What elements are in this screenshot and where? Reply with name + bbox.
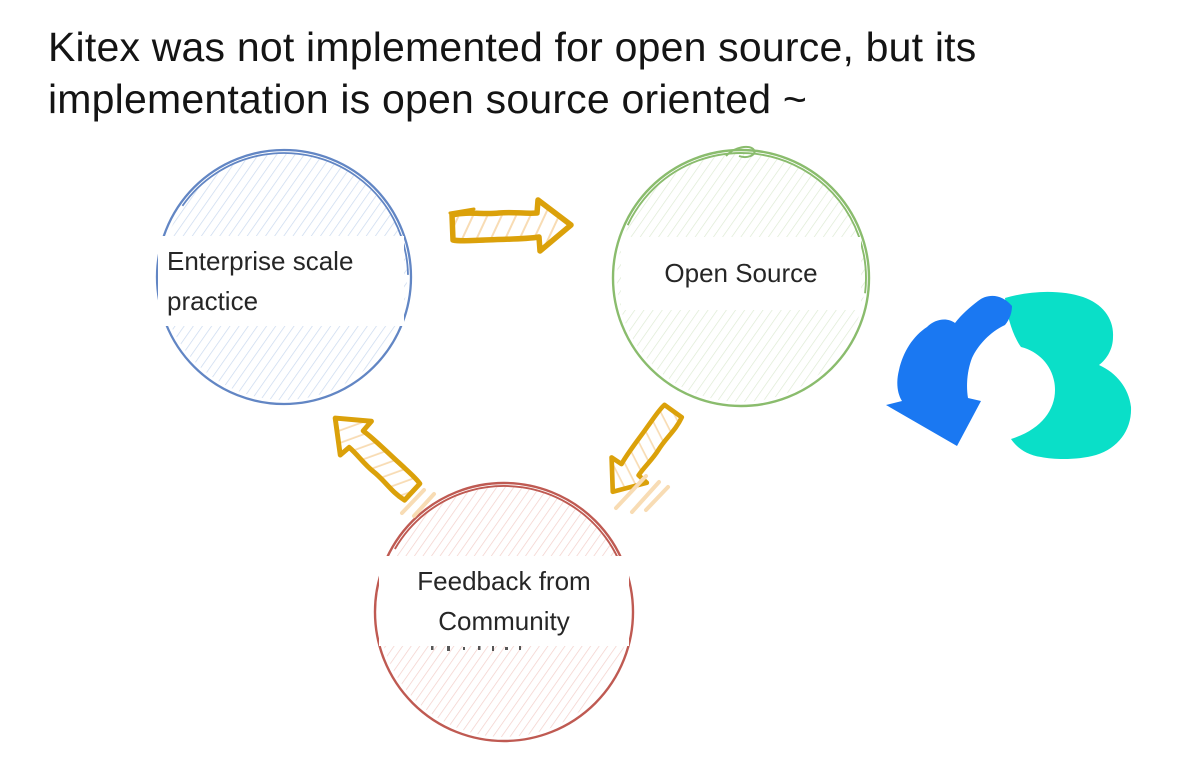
open-source-circle-second-pass xyxy=(615,152,867,404)
feedback-label-line2: Community xyxy=(438,606,570,636)
node-enterprise-label: Enterprise scale practice xyxy=(158,236,404,326)
enterprise-label-line1: Enterprise scale xyxy=(167,246,354,276)
open-source-circle-stroke xyxy=(611,148,871,408)
open-source-label-text: Open Source xyxy=(664,258,818,288)
arrow-open-source-to-feedback xyxy=(595,398,691,504)
page-title-line1: Kitex was not implemented for open sourc… xyxy=(48,24,977,70)
feedback-label-line1: Feedback from xyxy=(417,566,591,596)
feedback-circle-stroke xyxy=(373,481,635,743)
enterprise-circle-stroke xyxy=(155,148,413,406)
clipped-text-remnant xyxy=(431,646,521,651)
arrow-enterprise-to-open-source xyxy=(452,200,571,251)
node-open-source-label: Open Source xyxy=(621,237,861,310)
arrow3-hatch-overshoot xyxy=(400,488,436,518)
feedback-circle-second-pass xyxy=(377,485,631,739)
open-source-sketch-curl xyxy=(725,145,756,159)
logo-blue-arrow xyxy=(886,295,1012,446)
page-title: Kitex was not implemented for open sourc… xyxy=(48,21,976,125)
arrow-feedback-to-enterprise xyxy=(319,402,427,510)
arrow1-pen-overlap xyxy=(448,207,476,215)
node-feedback-label: Feedback from Community xyxy=(379,556,629,646)
logo-teal-cloud xyxy=(1005,291,1132,460)
cloudwego-logo xyxy=(886,291,1132,460)
arrow2-hatch-overshoot xyxy=(614,474,670,514)
enterprise-label-line2: practice xyxy=(167,286,259,316)
enterprise-circle-second-pass xyxy=(159,152,409,402)
page-title-line2: implementation is open source oriented ~ xyxy=(48,76,807,122)
